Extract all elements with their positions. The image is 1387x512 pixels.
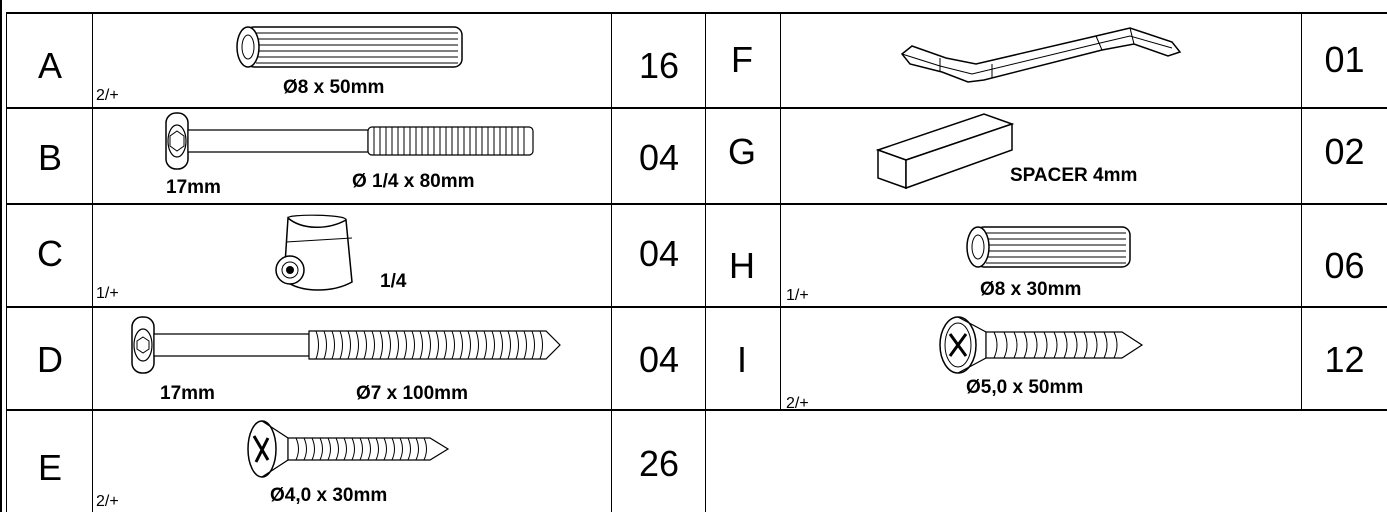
part-qty-d: 04 xyxy=(638,339,680,380)
part-letter-f: F xyxy=(731,39,753,80)
border-top xyxy=(6,12,1387,14)
part-dim-b-shaft: Ø 1/4 x 80mm xyxy=(352,171,475,192)
part-letter-d: D xyxy=(37,339,63,380)
part-letter-b: B xyxy=(37,137,62,178)
part-note-i: 2/+ xyxy=(786,395,809,412)
part-letter-e: E xyxy=(37,447,62,488)
part-dim-d-head: 17mm xyxy=(160,383,215,404)
spacer-block-icon xyxy=(874,110,1024,192)
part-qty-b: 04 xyxy=(638,137,680,178)
wood-screw-icon xyxy=(244,418,454,480)
part-letter-a: A xyxy=(37,45,62,86)
part-qty-g: 02 xyxy=(1324,131,1365,172)
part-dim-h: Ø8 x 30mm xyxy=(980,279,1082,300)
wood-screw-icon xyxy=(938,314,1148,376)
part-dim-b-head: 17mm xyxy=(166,177,221,198)
part-qty-h: 06 xyxy=(1324,245,1365,286)
long-screw-icon xyxy=(126,314,566,380)
col-line-middle xyxy=(705,12,706,512)
part-dim-g: SPACER 4mm xyxy=(1010,165,1138,186)
row-line-3 xyxy=(6,306,1387,308)
part-dim-d-shaft: Ø7 x 100mm xyxy=(356,383,468,404)
part-letter-h: H xyxy=(729,245,755,286)
part-dim-e: Ø4,0 x 30mm xyxy=(270,485,388,506)
row-line-4 xyxy=(6,409,1387,411)
part-note-a: 2/+ xyxy=(96,87,119,104)
part-note-h: 1/+ xyxy=(786,287,809,304)
part-qty-f: 01 xyxy=(1324,39,1365,80)
part-qty-e: 26 xyxy=(638,443,680,484)
part-qty-i: 12 xyxy=(1324,339,1365,380)
part-qty-a: 16 xyxy=(638,45,680,86)
part-letter-i: I xyxy=(736,339,747,380)
part-dim-a: Ø8 x 50mm xyxy=(283,77,385,98)
wooden-dowel-icon xyxy=(966,224,1134,270)
part-note-e: 2/+ xyxy=(96,493,119,510)
col-line-right-qty xyxy=(1301,12,1302,410)
part-letter-c: C xyxy=(37,233,63,274)
col-line-right-letter xyxy=(780,12,781,410)
row-line-2 xyxy=(6,203,1387,205)
row-line-1 xyxy=(6,107,1387,109)
part-qty-c: 04 xyxy=(638,233,680,274)
part-dim-c: 1/4 xyxy=(380,271,407,292)
bolt-icon xyxy=(158,110,548,176)
allen-key-icon xyxy=(896,24,1186,92)
border-left-inner xyxy=(6,12,7,512)
part-dim-i: Ø5,0 x 50mm xyxy=(966,377,1084,398)
col-line-left-letter xyxy=(92,12,93,512)
col-line-left-qty xyxy=(611,12,612,512)
part-note-c: 1/+ xyxy=(96,285,119,302)
barrel-nut-icon xyxy=(268,212,368,296)
part-letter-g: G xyxy=(727,131,756,172)
border-left xyxy=(0,0,2,512)
wooden-dowel-icon xyxy=(236,24,466,70)
